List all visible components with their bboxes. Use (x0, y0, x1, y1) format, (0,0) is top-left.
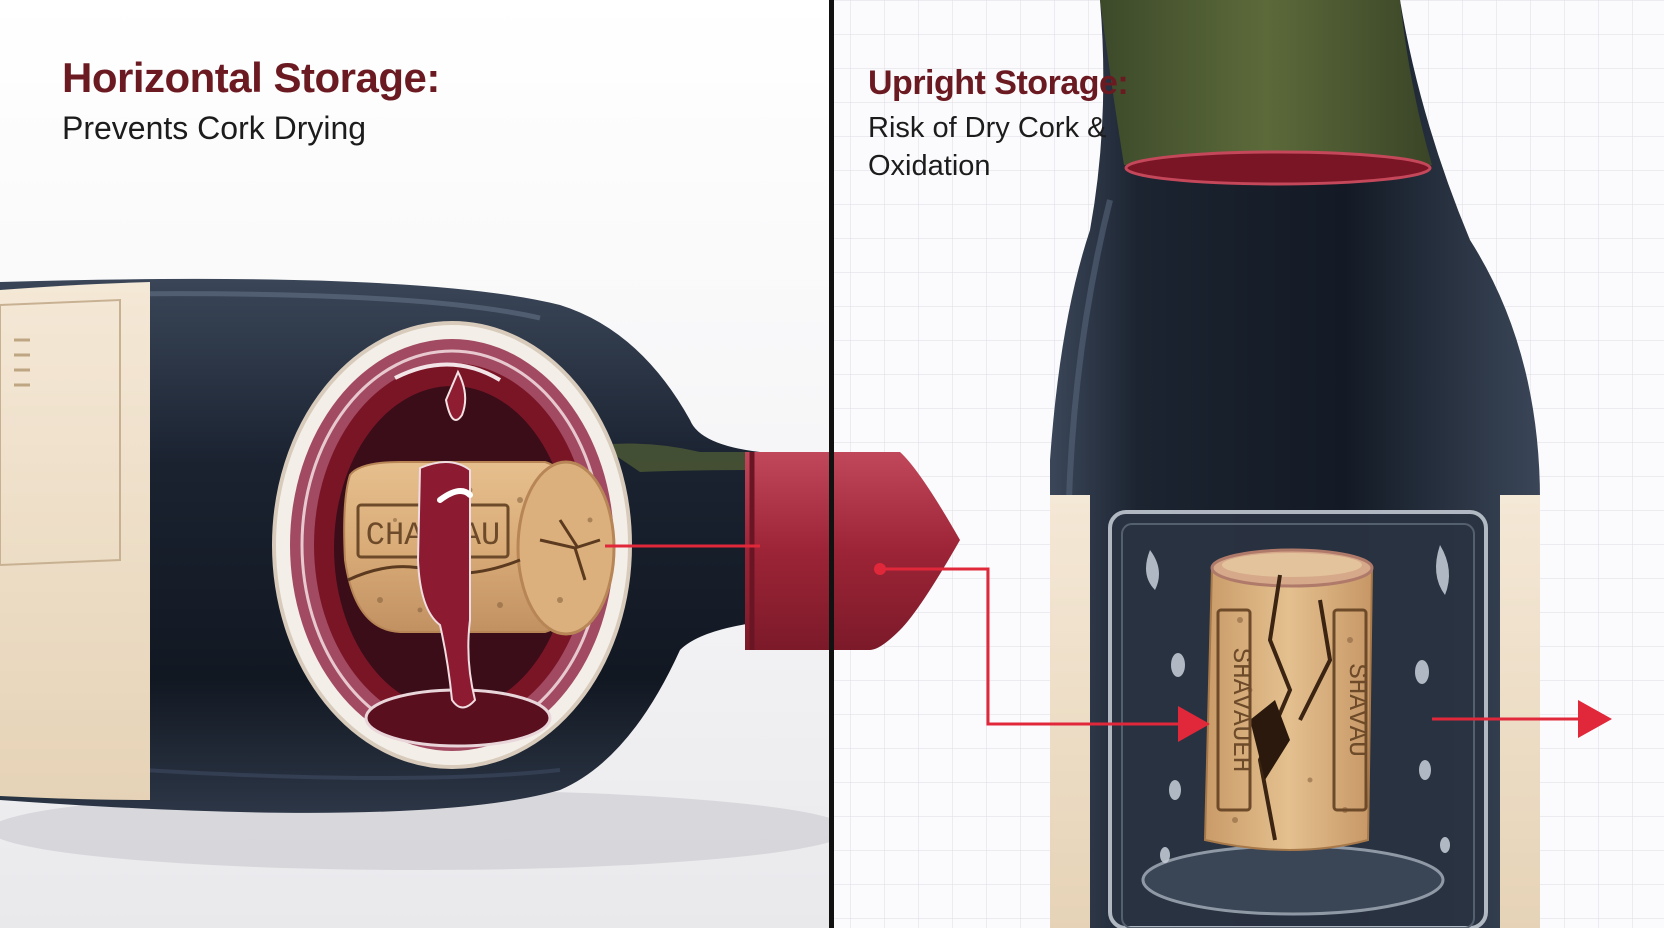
right-panel: SHAVAUEH SHAVAU (833, 0, 1664, 928)
cork-upright: SHAVAUEH SHAVAU (1203, 548, 1374, 851)
cork-stamp-right-b: SHAVAU (1342, 663, 1372, 757)
right-title: Upright Storage: (868, 64, 1129, 102)
left-caption: Horizontal Storage: Prevents Cork Drying (62, 54, 440, 147)
oxidation-arrows (880, 567, 1612, 742)
cork-horizontal: CHAT AU (343, 460, 616, 709)
right-subtitle: Risk of Dry Cork & Oxidation (868, 112, 1107, 182)
left-panel: CHAT AU (0, 0, 830, 928)
right-caption: Upright Storage: Risk of Dry Cork & Oxid… (868, 64, 1158, 185)
bottle-label-right (1050, 495, 1090, 928)
left-title: Horizontal Storage: (62, 54, 440, 101)
cork-stamp-right-a: SHAVAUEH (1226, 648, 1256, 773)
wine-level (1124, 150, 1432, 186)
bottle-capsule (745, 452, 830, 650)
panel-divider (829, 0, 834, 928)
left-subtitle: Prevents Cork Drying (62, 110, 367, 146)
bottle-label (0, 282, 150, 800)
